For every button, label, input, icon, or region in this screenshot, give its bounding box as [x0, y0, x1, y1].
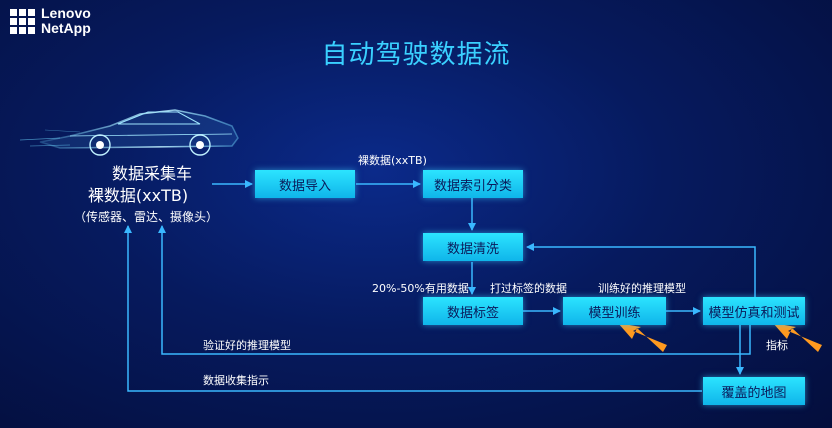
edge-label-labeled: 打过标签的数据	[490, 282, 567, 295]
edge-label-trained: 训练好的推理模型	[598, 282, 686, 295]
pointer-arrow-train-icon	[618, 323, 667, 352]
logo-text: Lenovo NetApp	[41, 6, 91, 36]
node-data-clean: 数据清洗	[423, 233, 523, 261]
node-map: 覆盖的地图	[703, 377, 805, 405]
edge-label-metric: 指标	[766, 339, 788, 352]
node-model-train: 模型训练	[563, 297, 666, 325]
edge-label-verified: 验证好的推理模型	[203, 339, 291, 352]
page-title: 自动驾驶数据流	[321, 40, 511, 70]
vehicle-sensors: （传感器、雷达、摄像头）	[74, 210, 219, 224]
logo-grid-icon	[10, 8, 35, 34]
node-data-index: 数据索引分类	[423, 170, 523, 198]
logo-line-1: Lenovo	[41, 5, 91, 21]
edge-label-useful: 20%-50%有用数据	[372, 282, 469, 295]
logo-line-2: NetApp	[41, 20, 91, 36]
car-illustration-icon	[19, 109, 239, 156]
node-data-label: 数据标签	[423, 297, 523, 325]
lenovo-netapp-logo: Lenovo NetApp	[10, 6, 91, 36]
edge-label-raw: 裸数据(xxTB)	[358, 154, 427, 167]
node-data-import: 数据导入	[255, 170, 355, 198]
vehicle-raw-data: 裸数据(xxTB)	[87, 186, 189, 205]
edge-label-collect: 数据收集指示	[203, 374, 269, 387]
node-model-sim: 模型仿真和测试	[703, 297, 805, 325]
vehicle-name: 数据采集车	[111, 164, 192, 183]
pointer-arrow-sim-icon	[773, 323, 822, 352]
